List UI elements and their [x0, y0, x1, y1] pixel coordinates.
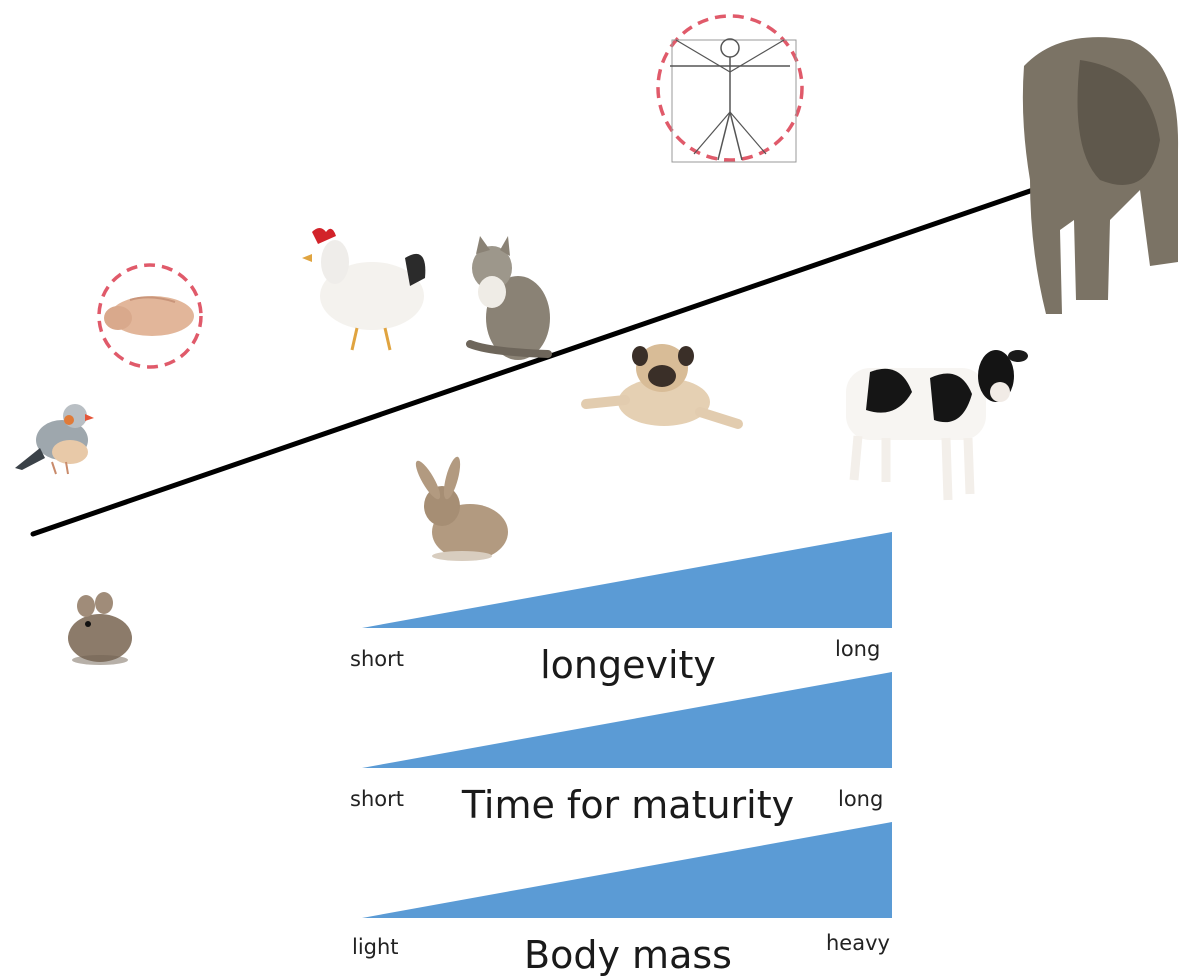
maturity-title: Time for maturity [461, 783, 794, 827]
naked-mole-rat-icon [97, 263, 203, 369]
pug-dog-icon [581, 344, 743, 429]
rabbit-icon [415, 456, 508, 561]
longevity-title: longevity [540, 643, 716, 687]
cow-icon [846, 350, 1028, 501]
longevity-left-label: short [350, 647, 404, 671]
chicken-icon [302, 228, 426, 351]
human-vitruvian-man-icon [656, 14, 804, 163]
body-mass-title: Body mass [524, 933, 732, 976]
body-mass-left-label: light [352, 935, 399, 959]
maturity-left-label: short [350, 787, 404, 811]
longevity-right-label: long [835, 637, 880, 661]
longevity-wedge [362, 532, 892, 628]
elephant-icon [1022, 37, 1179, 315]
maturity-wedge [362, 672, 892, 768]
cat-icon [466, 236, 552, 360]
mouse-icon [68, 592, 132, 665]
zebra-finch-icon [15, 404, 94, 475]
body-mass-right-label: heavy [826, 931, 890, 955]
body-mass-wedge [362, 822, 892, 918]
maturity-right-label: long [838, 787, 883, 811]
